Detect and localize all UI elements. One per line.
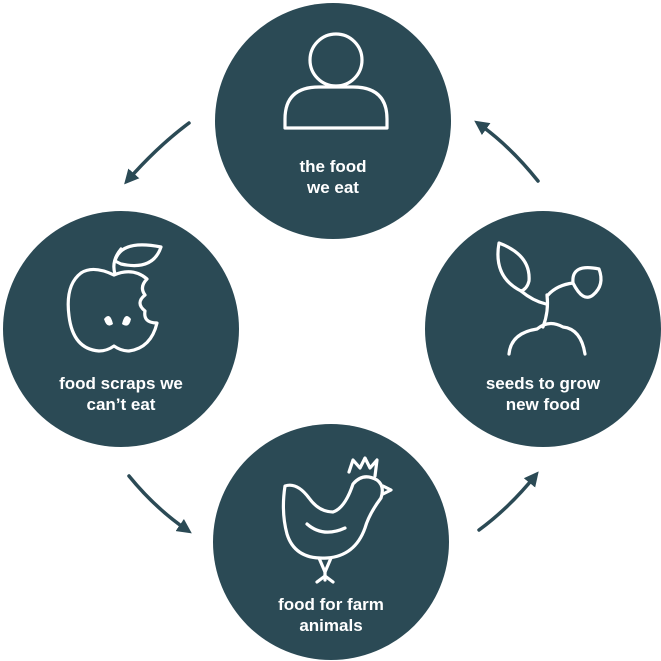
arrow-right-to-top	[474, 120, 540, 183]
arrow-left-to-bottom	[127, 474, 192, 534]
label-line-2: can’t eat	[86, 395, 156, 414]
arrow-top-to-left	[124, 121, 191, 185]
chicken-icon	[281, 456, 393, 584]
node-the-food-we-eat: the food we eat	[215, 3, 451, 239]
label-line-1: food for farm	[278, 595, 384, 614]
node-label: food scraps we can’t eat	[3, 373, 239, 415]
label-line-2: we eat	[307, 178, 359, 197]
label-line-1: the food	[299, 157, 367, 176]
arrow-bottom-to-right	[477, 471, 539, 532]
node-seeds-to-grow: seeds to grow new food	[425, 211, 661, 447]
apple-icon	[66, 243, 163, 353]
node-label: the food we eat	[215, 156, 451, 198]
node-label: food for farm animals	[213, 594, 449, 636]
label-line-2: animals	[299, 616, 363, 635]
sprout-icon	[496, 241, 603, 356]
node-food-scraps: food scraps we can’t eat	[3, 211, 239, 447]
label-line-1: food scraps we	[59, 374, 183, 393]
node-label: seeds to grow new food	[425, 373, 661, 415]
label-line-2: new food	[505, 395, 581, 414]
person-icon	[283, 32, 389, 130]
node-food-for-farm-animals: food for farm animals	[213, 424, 449, 660]
label-line-1: seeds to grow	[485, 374, 601, 393]
